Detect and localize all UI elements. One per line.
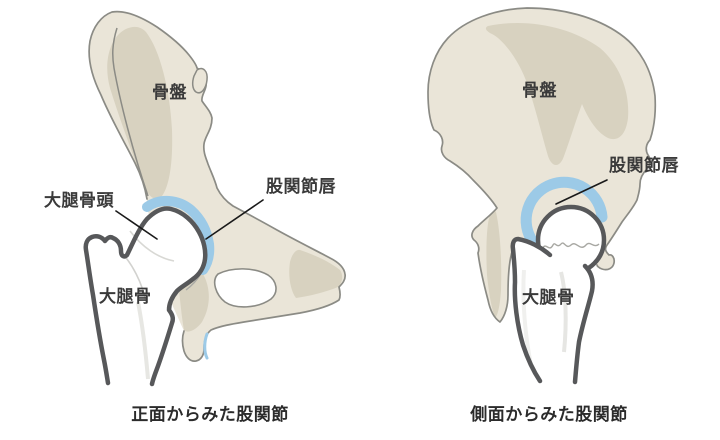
- femur-front-outline: [83, 206, 208, 387]
- femoral-head-physis-line: [541, 242, 600, 250]
- femur-side-outline-right: [572, 263, 595, 385]
- iliac-fold-line: [112, 27, 149, 197]
- pelvis-side-shade-strip: [486, 210, 502, 318]
- iliac-spine-bump: [191, 67, 208, 94]
- femur-side-outline-left: [510, 236, 553, 384]
- label-femur-side: 大腿骨: [522, 288, 575, 307]
- obturator-foramen: [213, 268, 277, 308]
- pelvis-side-shade-fossa: [485, 22, 629, 166]
- figure-front-view: [83, 10, 347, 387]
- pelvis-side-outline: [427, 7, 657, 323]
- femur-front-neck-line: [129, 230, 175, 262]
- ischial-cartilage-sliver: [203, 332, 209, 360]
- figure-side-view: [427, 7, 657, 385]
- label-pelvis-front: 骨盤: [152, 83, 187, 102]
- pelvis-front-shade-wing: [107, 26, 173, 199]
- leader-line-labrum-side: [555, 179, 608, 205]
- femur-front-shaft-shading: [136, 301, 150, 380]
- caption-side-view: 側面からみた股関節: [470, 405, 628, 424]
- label-labrum-side: 股関節唇: [609, 156, 679, 175]
- label-labrum-front: 股関節唇: [266, 177, 336, 196]
- leader-line-labrum-front: [205, 199, 264, 240]
- label-pelvis-side: 骨盤: [522, 81, 557, 100]
- femur-side-shape: [512, 240, 593, 382]
- label-femoral-head-front: 大腿骨頭: [44, 191, 114, 210]
- labrum-side-shape: [520, 176, 608, 248]
- femur-side-shading-right: [559, 271, 568, 353]
- caption-front-view: 正面からみた股関節: [131, 405, 289, 424]
- pelvis-front-outline: [88, 10, 347, 362]
- leader-line-femoral-head: [115, 210, 158, 240]
- labrum-front-shape: [142, 196, 215, 275]
- label-femur-front: 大腿骨: [99, 287, 152, 306]
- pelvis-front-shade-tip: [289, 249, 343, 298]
